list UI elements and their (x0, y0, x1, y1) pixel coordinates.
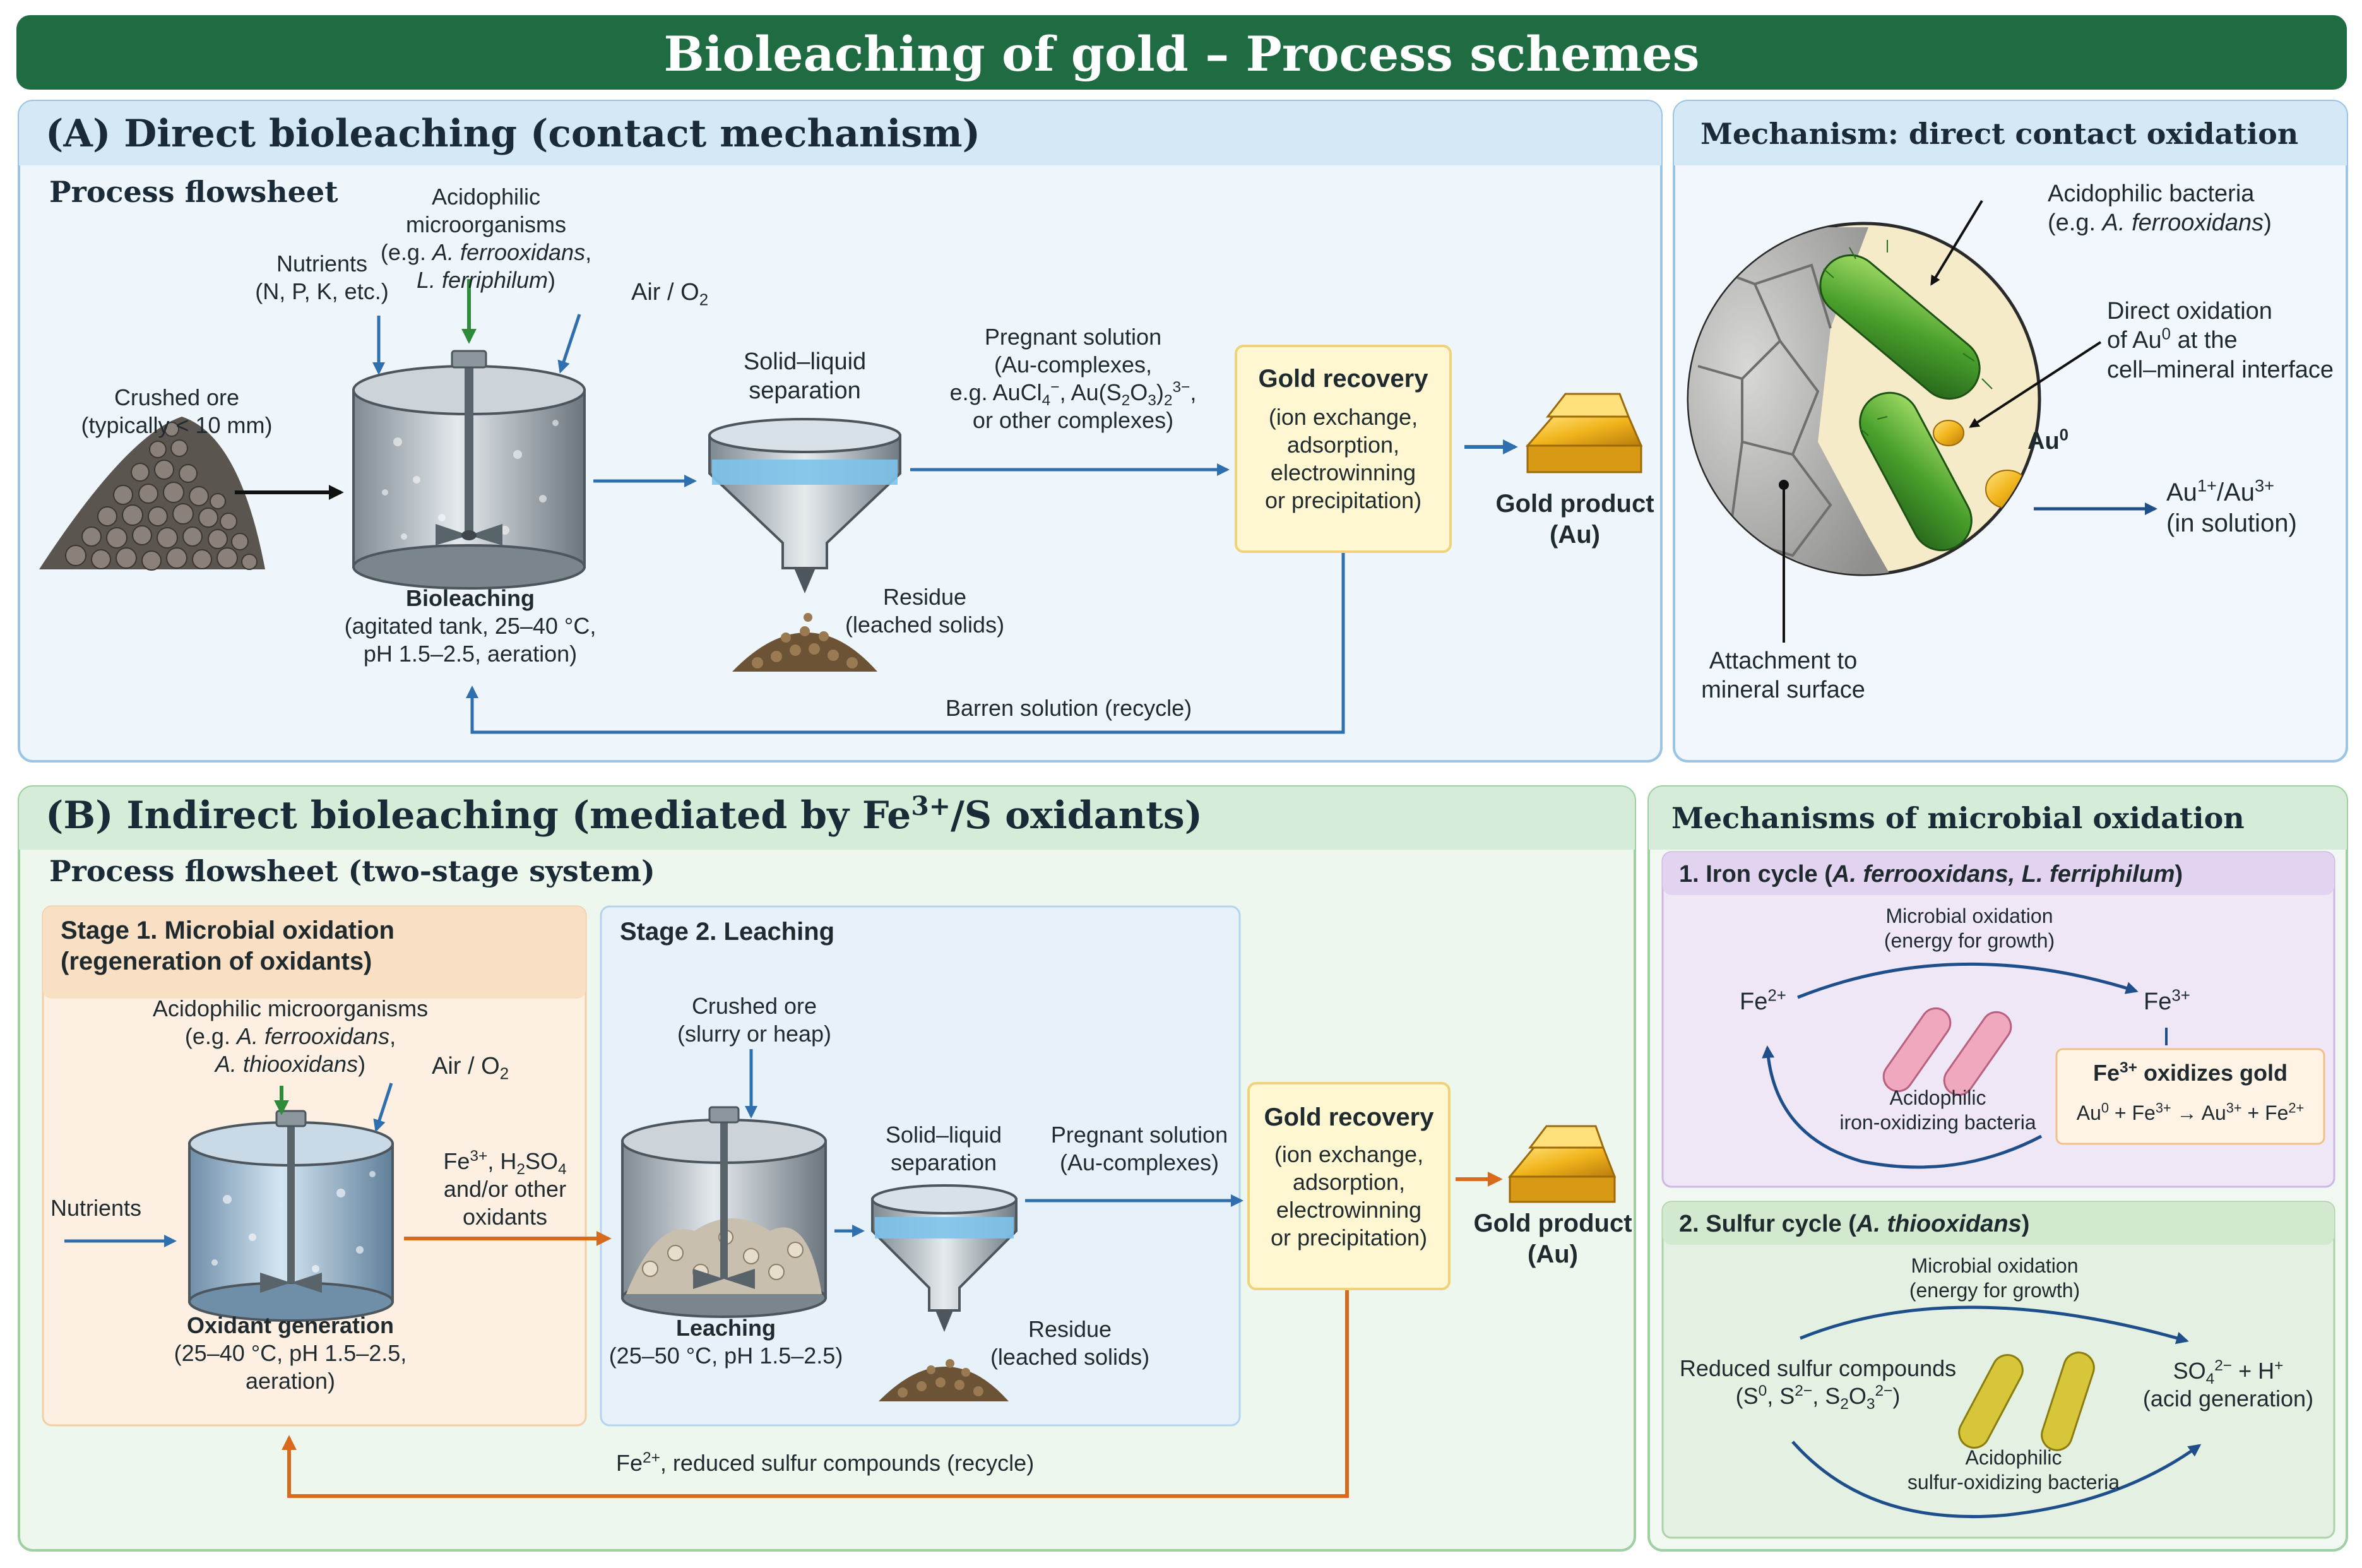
stage2-title: Stage 2. Leaching (620, 918, 835, 946)
sulfur-cycle-title: 2. Sulfur cycle (A. thiooxidans) (1679, 1211, 2030, 1237)
residue-label-a: Residue (leached solids) (845, 584, 1005, 638)
residue-pile-a (732, 613, 877, 672)
gold-bar-b (1507, 1125, 1617, 1203)
oxidant-tank (188, 1110, 394, 1322)
panel-a-flowsheet-label: Process flowsheet (49, 175, 338, 209)
oxidant-generation-label: Oxidant generation (25–40 °C, pH 1.5–2.5… (174, 1312, 407, 1394)
oxidants-label: Fe3+, H2SO4 and/or other oxidants (443, 1148, 567, 1230)
iron-cycle-title: 1. Iron cycle (A. ferrooxidans, L. ferri… (1679, 861, 2183, 888)
fe2-label: Fe2+ (1740, 987, 1786, 1015)
sulfur-oxidation-label: Microbial oxidation (energy for growth) (1909, 1254, 2080, 1302)
iron-oxidation-label: Microbial oxidation (energy for growth) (1884, 905, 2055, 953)
panel-b-flowsheet-label: Process flowsheet (two-stage system) (49, 854, 655, 888)
sulfur-bacteria-label: Acidophilic sulfur-oxidizing bacteria (1907, 1446, 2120, 1494)
nutrients-label-a: Nutrients (N, P, K, etc.) (255, 251, 389, 304)
stage1-title: Stage 1. Microbial oxidation (regenerati… (61, 917, 395, 975)
crushed-ore-label-b: Crushed ore (slurry or heap) (677, 993, 832, 1047)
gold-product-label-a: Gold product (Au) (1495, 490, 1654, 549)
barren-solution-label: Barren solution (recycle) (946, 695, 1192, 721)
au0-label: Au0 (2027, 426, 2069, 454)
gold-recovery-box-a: Gold recovery (ion exchange, adsorption,… (1258, 365, 1428, 513)
sulfur-bacteria-icon (1958, 1351, 2095, 1451)
mechanism-a-heading: Mechanism: direct contact oxidation (1700, 117, 2299, 151)
au-ions-label: Au1+/Au3+ (in solution) (2166, 475, 2297, 537)
fe3-oxidizes-gold-title: Fe3+ oxidizes gold (2093, 1059, 2288, 1086)
iron-bacteria-icon (1882, 1007, 2012, 1096)
bioleaching-label: Bioleaching (agitated tank, 25–40 °C, pH… (344, 585, 596, 667)
panel-a-heading: (A) Direct bioleaching (contact mechanis… (45, 112, 981, 156)
mechanism-a-circle (1687, 222, 2041, 576)
nutrients-label-b: Nutrients (50, 1195, 142, 1221)
iron-bacteria-label: Acidophilic iron-oxidizing bacteria (1839, 1086, 2036, 1134)
residue-pile-b (879, 1359, 1009, 1401)
air-label-a: Air / O2 (631, 279, 709, 309)
fe3-label: Fe3+ (2144, 987, 2190, 1015)
sulfate-product-label: SO42− + H+ (acid generation) (2142, 1357, 2314, 1411)
fe3-oxidizes-gold-equation: Au0 + Fe3+ → Au3+ + Fe2+ (2076, 1100, 2305, 1124)
direct-oxidation-label: Direct oxidation of Au0 at the cell–mine… (2107, 298, 2334, 383)
gold-product-label-b: Gold product (Au) (1473, 1209, 1632, 1268)
panel-b-heading: (B) Indirect bioleaching (mediated by Fe… (45, 791, 1202, 838)
reduced-sulfur-label: Reduced sulfur compounds (S0, S2−, S2O32… (1679, 1355, 1957, 1413)
mechanism-b-heading: Mechanisms of microbial oxidation (1671, 801, 2245, 835)
attachment-label: Attachment to mineral surface (1701, 648, 1865, 704)
separation-funnel-b (871, 1184, 1018, 1332)
microorganisms-label-a: Acidophilic microorganisms (e.g. A. ferr… (380, 184, 592, 293)
bacteria-label-a: Acidophilic bacteria (e.g. A. ferrooxida… (2048, 181, 2272, 237)
page-title: Bioleaching of gold – Process schemes (663, 26, 1700, 82)
crushed-ore-label-a: Crushed ore (typically < 10 mm) (81, 384, 273, 438)
pregnant-label-a: Pregnant solution (Au-complexes, e.g. Au… (949, 324, 1197, 433)
residue-label-b: Residue (leached solids) (990, 1316, 1150, 1370)
gold-bar-a (1525, 393, 1643, 473)
microorganisms-label-b: Acidophilic microorganisms (e.g. A. ferr… (152, 995, 429, 1077)
leaching-label: Leaching (25–50 °C, pH 1.5–2.5) (608, 1315, 843, 1369)
separation-funnel-a (708, 418, 901, 593)
air-label-b: Air / O2 (432, 1053, 509, 1083)
gold-recovery-box-b: Gold recovery (ion exchange, adsorption,… (1264, 1103, 1434, 1250)
ore-pile-a (39, 417, 265, 571)
recycle-label-b: Fe2+, reduced sulfur compounds (recycle) (616, 1449, 1035, 1476)
bioleaching-tank (352, 350, 586, 590)
leaching-tank (621, 1106, 827, 1318)
separation-label-a: Solid–liquid separation (743, 348, 867, 405)
pregnant-label-b: Pregnant solution (Au-complexes) (1050, 1122, 1228, 1175)
separation-label-b: Solid–liquid separation (885, 1122, 1002, 1175)
